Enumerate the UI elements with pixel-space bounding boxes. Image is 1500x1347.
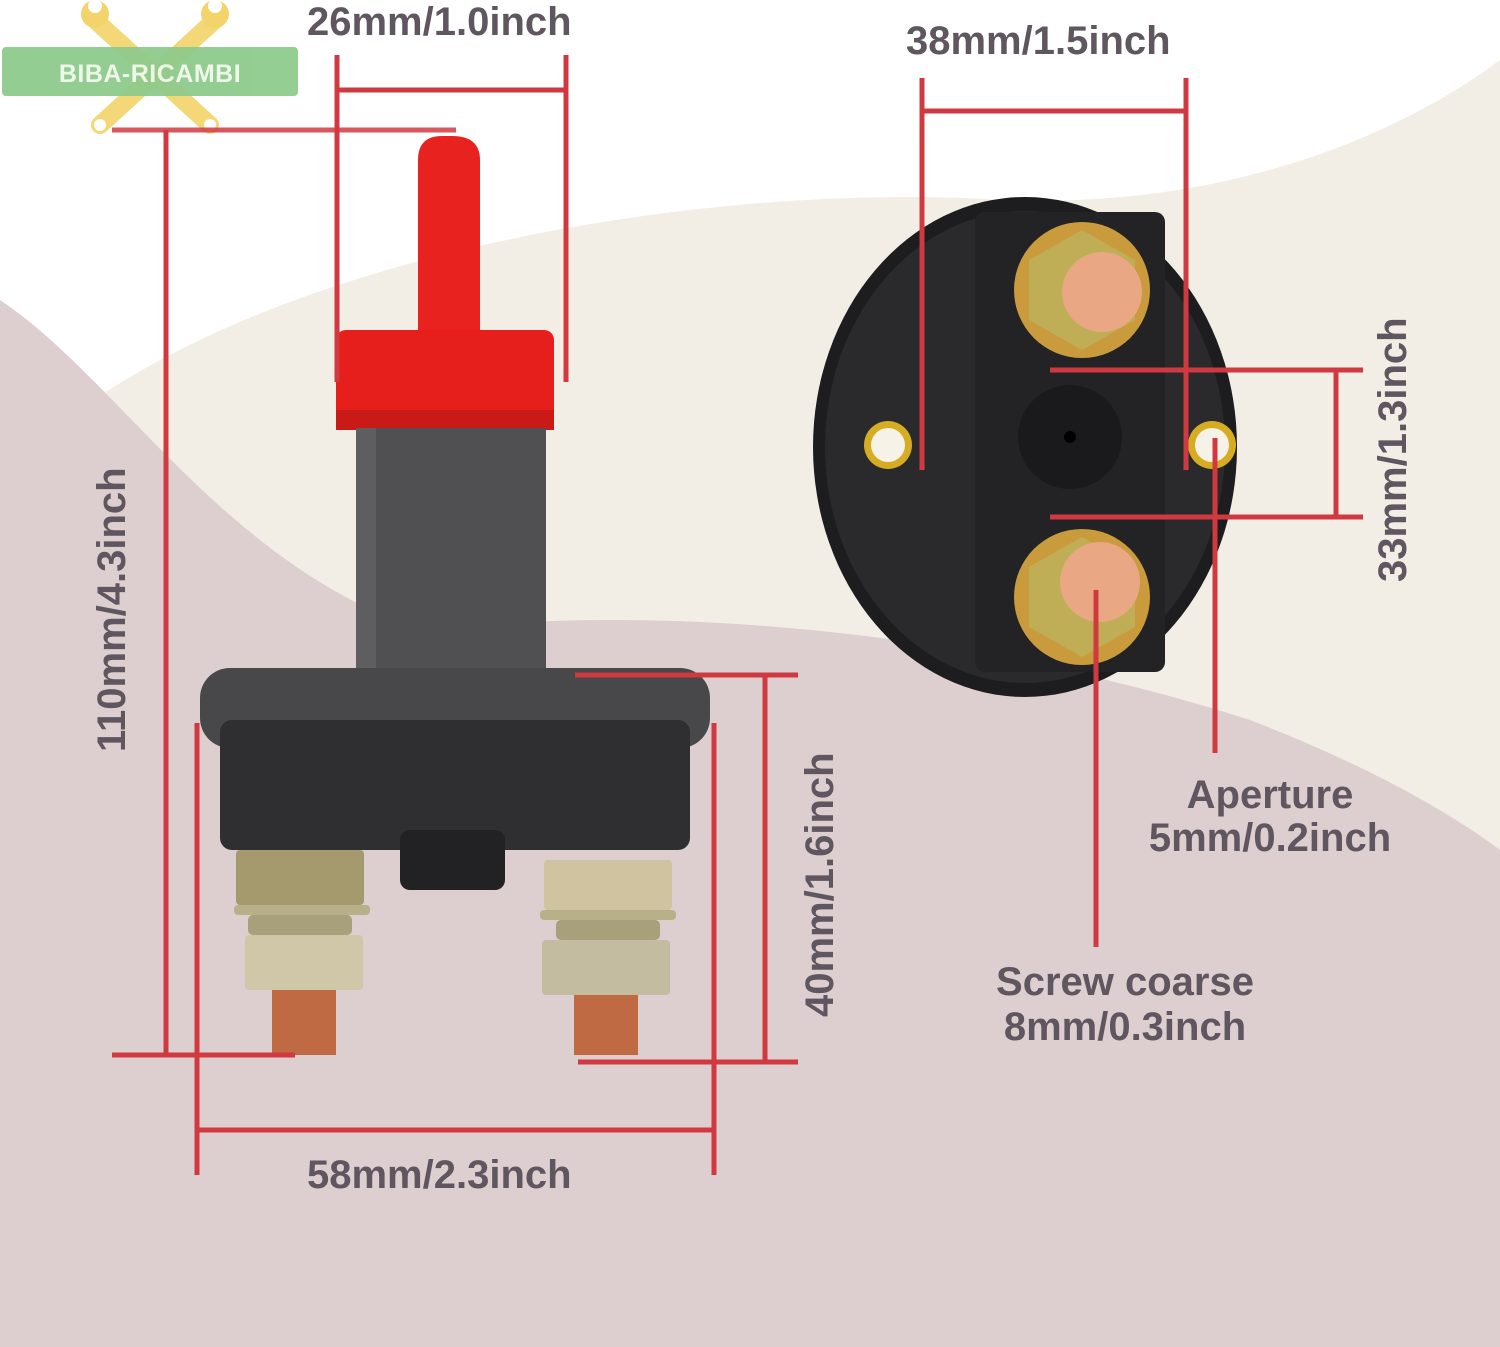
knob-width-label: 26mm/1.0inch — [307, 0, 572, 44]
aperture-title: Aperture — [1186, 773, 1354, 817]
screw-title: Screw coarse — [996, 960, 1254, 1004]
mount-hole-spacing-label: 38mm/1.5inch — [906, 19, 1171, 63]
screw-value: 8mm/0.3inch — [1003, 1005, 1247, 1049]
aperture-value: 5mm/0.2inch — [1148, 816, 1392, 860]
switch-bottom-view — [813, 197, 1237, 697]
base-height-label: 40mm/1.6inch — [798, 752, 842, 1017]
brand-logo: BIBA-RICAMBI — [2, 47, 298, 96]
brand-logo-text: BIBA-RICAMBI — [58, 60, 242, 88]
total-height-label: 110mm/4.3inch — [90, 467, 134, 752]
base-width-label: 58mm/2.3inch — [307, 1153, 572, 1197]
terminal-spacing-label: 33mm/1.3inch — [1371, 317, 1415, 582]
switch-side-view — [200, 136, 710, 1055]
